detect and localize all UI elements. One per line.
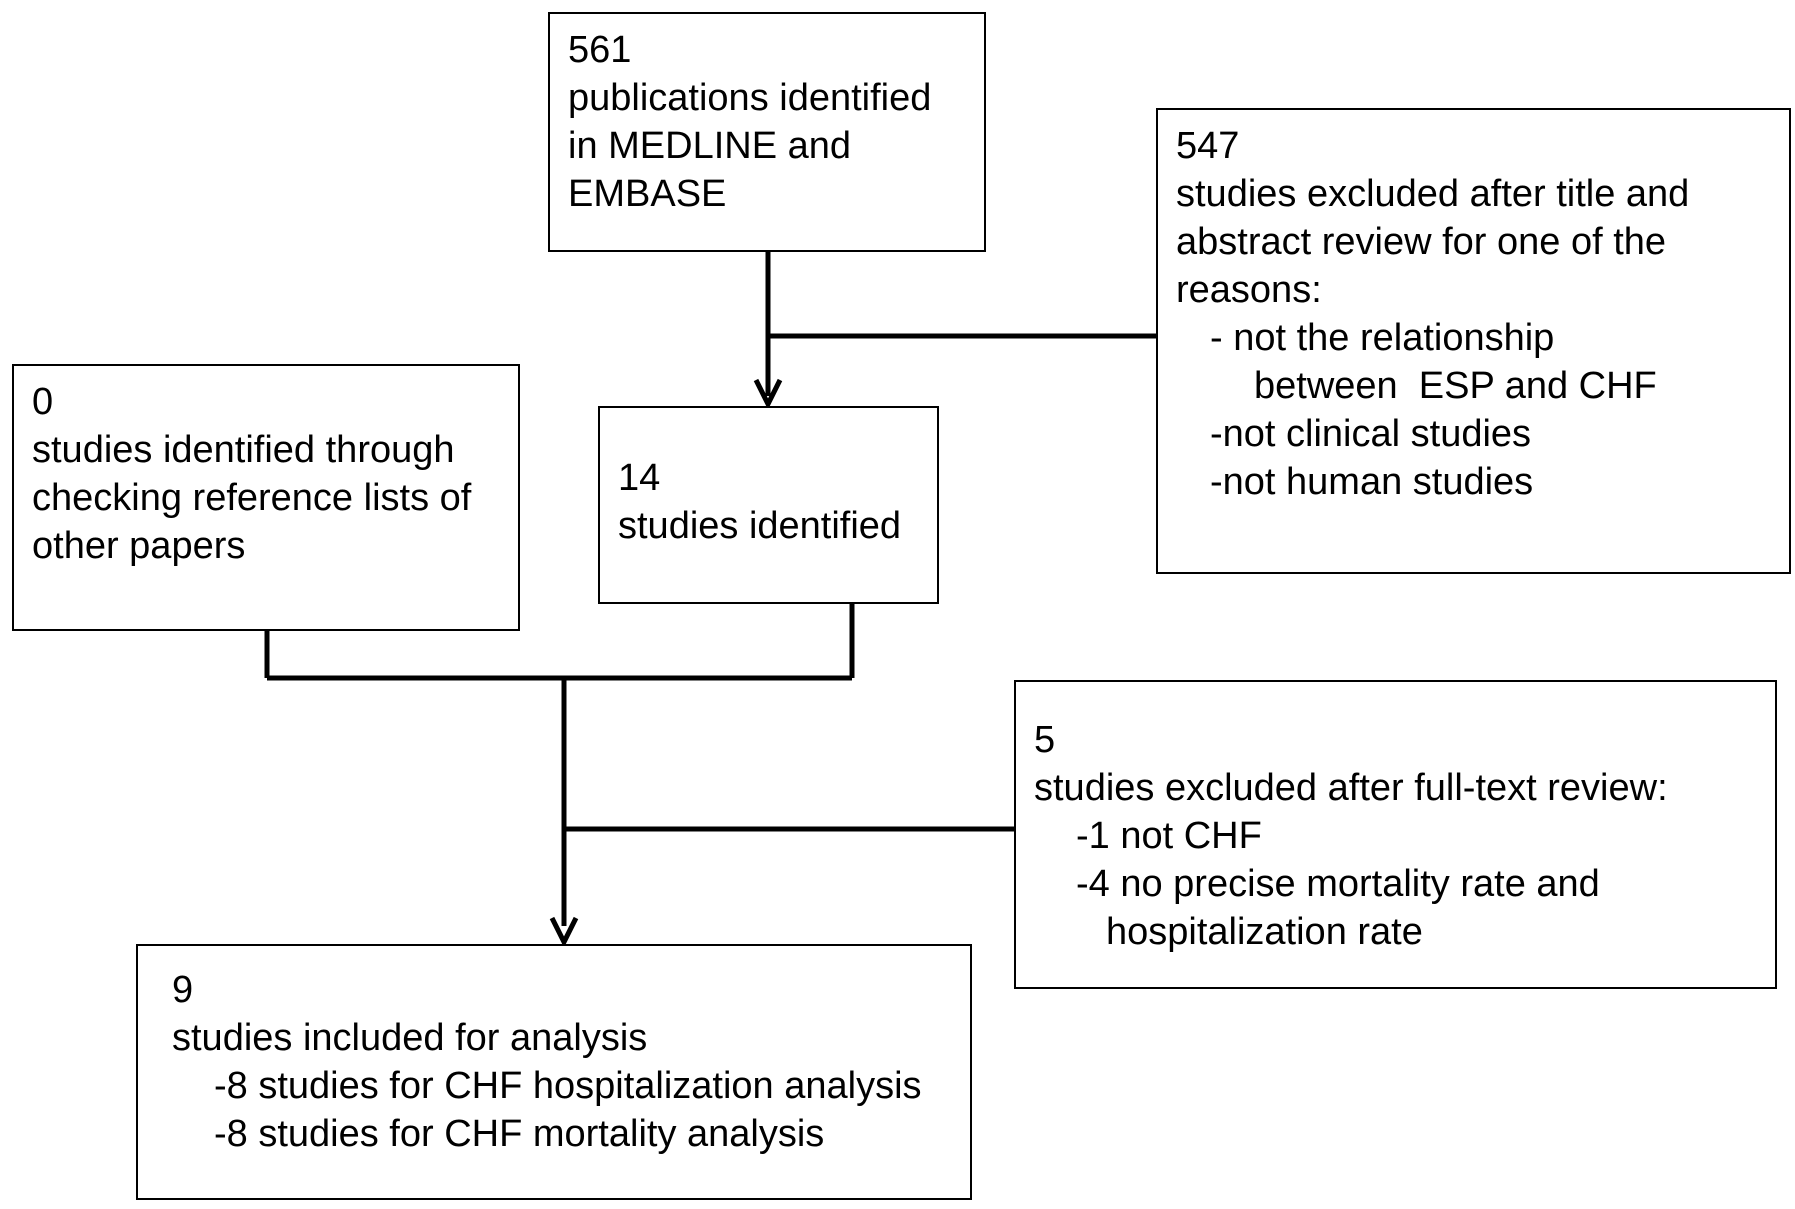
excluded-title-reason: - not the relationship <box>1210 317 1555 359</box>
publications-text-line: in MEDLINE and <box>568 125 852 167</box>
excluded-fulltext-text-line: studies excluded after full-text review: <box>1034 767 1668 809</box>
excluded-title-reason: -not human studies <box>1210 461 1534 503</box>
reference-count: 0 <box>32 381 54 423</box>
excluded-title-reason: between ESP and CHF <box>1254 365 1657 407</box>
excluded-title-reason: -not clinical studies <box>1210 413 1532 455</box>
excluded-fulltext-reason: -4 no precise mortality rate and <box>1076 863 1600 905</box>
excluded-title-count: 547 <box>1176 125 1240 167</box>
included-subitem: -8 studies for CHF mortality analysis <box>214 1113 825 1155</box>
reference-text-line: studies identified through <box>32 429 455 471</box>
box-publications-identified: 561 publications identified in MEDLINE a… <box>548 12 986 252</box>
reference-text-line: other papers <box>32 525 246 567</box>
excluded-fulltext-reason: -1 not CHF <box>1076 815 1262 857</box>
reference-text-line: checking reference lists of <box>32 477 472 519</box>
included-subitem: -8 studies for CHF hospitalization analy… <box>214 1065 922 1107</box>
included-count: 9 <box>172 969 194 1011</box>
excluded-fulltext-reason: hospitalization rate <box>1106 911 1423 953</box>
arrowhead-to-included <box>549 916 579 948</box>
identified-count: 14 <box>618 457 661 499</box>
excluded-fulltext-count: 5 <box>1034 719 1056 761</box>
included-text-line: studies included for analysis <box>172 1017 648 1059</box>
excluded-title-text-line: reasons: <box>1176 269 1322 311</box>
box-reference-lists: 0 studies identified through checking re… <box>12 364 520 631</box>
box-excluded-after-title-review: 547 studies excluded after title and abs… <box>1156 108 1791 574</box>
publications-text-line: EMBASE <box>568 173 727 215</box>
publications-count: 561 <box>568 29 632 71</box>
identified-text-line: studies identified <box>618 505 902 547</box>
excluded-title-text-line: studies excluded after title and <box>1176 173 1690 215</box>
box-studies-included: 9 studies included for analysis -8 studi… <box>136 944 972 1200</box>
excluded-title-text-line: abstract review for one of the <box>1176 221 1667 263</box>
publications-text-line: publications identified <box>568 77 932 119</box>
arrowhead-to-identified <box>753 378 783 410</box>
box-excluded-after-fulltext-review: 5 studies excluded after full-text revie… <box>1014 680 1777 989</box>
box-studies-identified: 14 studies identified <box>598 406 939 604</box>
